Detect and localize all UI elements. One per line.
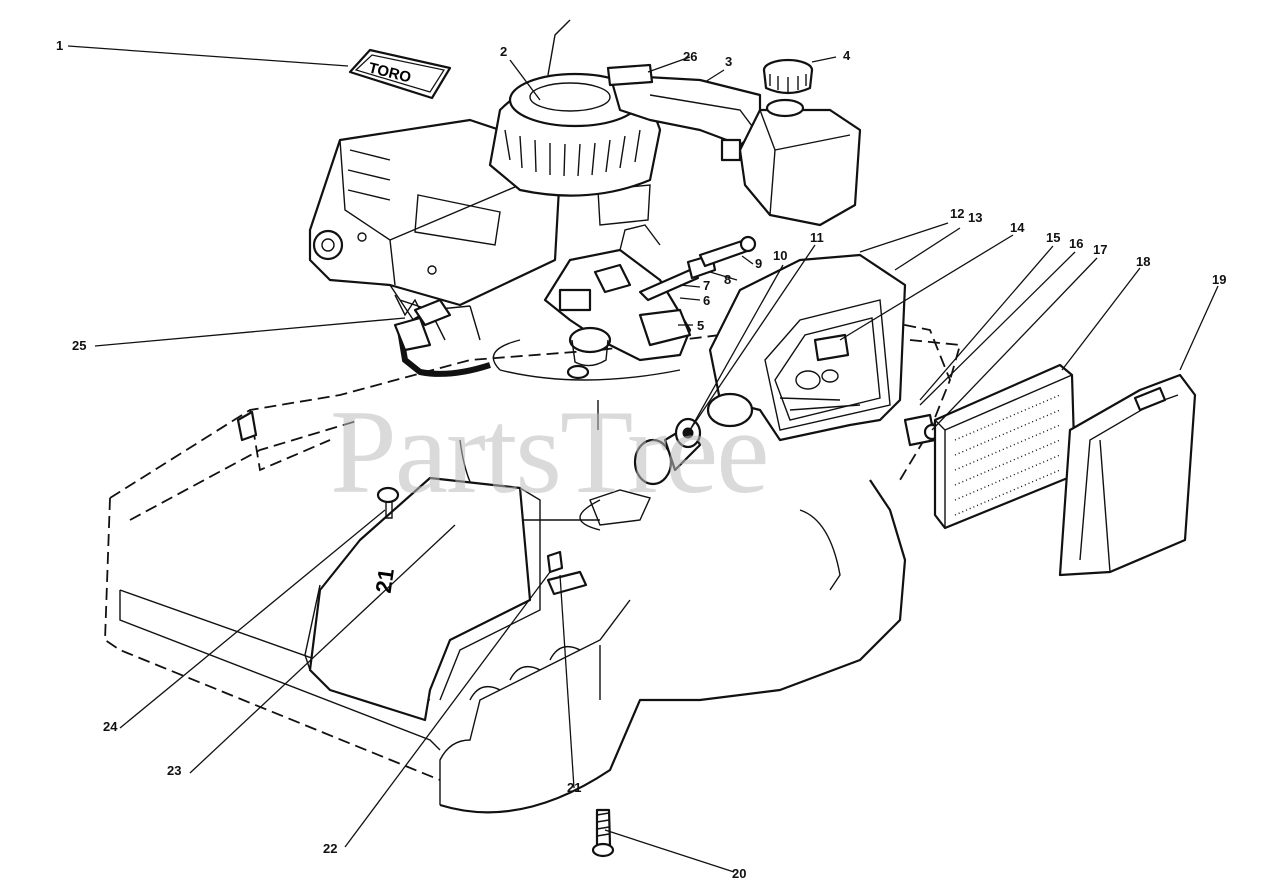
callout-19: 19 <box>1212 272 1226 287</box>
air-cleaner-base <box>706 253 907 442</box>
callout-14: 14 <box>1010 220 1025 235</box>
watermark: PartsTree <box>330 385 768 518</box>
air-cleaner-cover <box>1058 373 1197 577</box>
callout-5: 5 <box>697 318 704 333</box>
callout-7: 7 <box>703 278 710 293</box>
housing-bolt <box>591 808 615 858</box>
callout-11: 11 <box>810 230 824 245</box>
chute-screw-a <box>546 550 588 596</box>
callout-1: 1 <box>56 38 63 53</box>
callout-3: 3 <box>725 54 732 69</box>
fuel-cap <box>762 58 814 95</box>
choke-linkage-screw <box>638 235 757 302</box>
callout-12: 12 <box>950 206 964 221</box>
air-filter-element <box>933 363 1077 530</box>
deck-mount-bolt <box>566 364 599 430</box>
callout-8: 8 <box>724 272 731 287</box>
callout-16: 16 <box>1069 236 1083 251</box>
fuel-tank <box>608 73 862 227</box>
callout-13: 13 <box>968 210 982 225</box>
leader-lines <box>67 45 1219 873</box>
callout-22: 22 <box>323 841 337 856</box>
callout-4: 4 <box>843 48 851 63</box>
callout-23: 23 <box>167 763 181 778</box>
toro-decal: TORO <box>348 48 452 100</box>
callout-17: 17 <box>1093 242 1107 257</box>
spark-plug-lead <box>393 298 491 377</box>
discharge-chute-cover: 21 <box>304 476 541 722</box>
carburetor <box>492 224 692 381</box>
callout-20: 20 <box>732 866 746 881</box>
callout-18: 18 <box>1136 254 1150 269</box>
callout-15: 15 <box>1046 230 1060 245</box>
housing-dashed-bracket <box>236 410 258 442</box>
callout-labels: 1 2 3 4 5 6 7 8 9 10 11 12 13 14 15 16 1… <box>56 38 1226 881</box>
callout-24: 24 <box>103 719 118 734</box>
chute-screw-b <box>376 486 400 519</box>
callout-10: 10 <box>773 248 787 263</box>
callout-2: 2 <box>500 44 507 59</box>
callout-6: 6 <box>703 293 710 308</box>
fuel-tank-bracket <box>606 63 654 87</box>
callout-26: 26 <box>683 49 697 64</box>
callout-21: 21 <box>567 780 581 795</box>
callout-9: 9 <box>755 256 762 271</box>
callout-25: 25 <box>72 338 86 353</box>
mower-deck-housing <box>104 319 962 814</box>
primer-bulb <box>633 417 702 486</box>
